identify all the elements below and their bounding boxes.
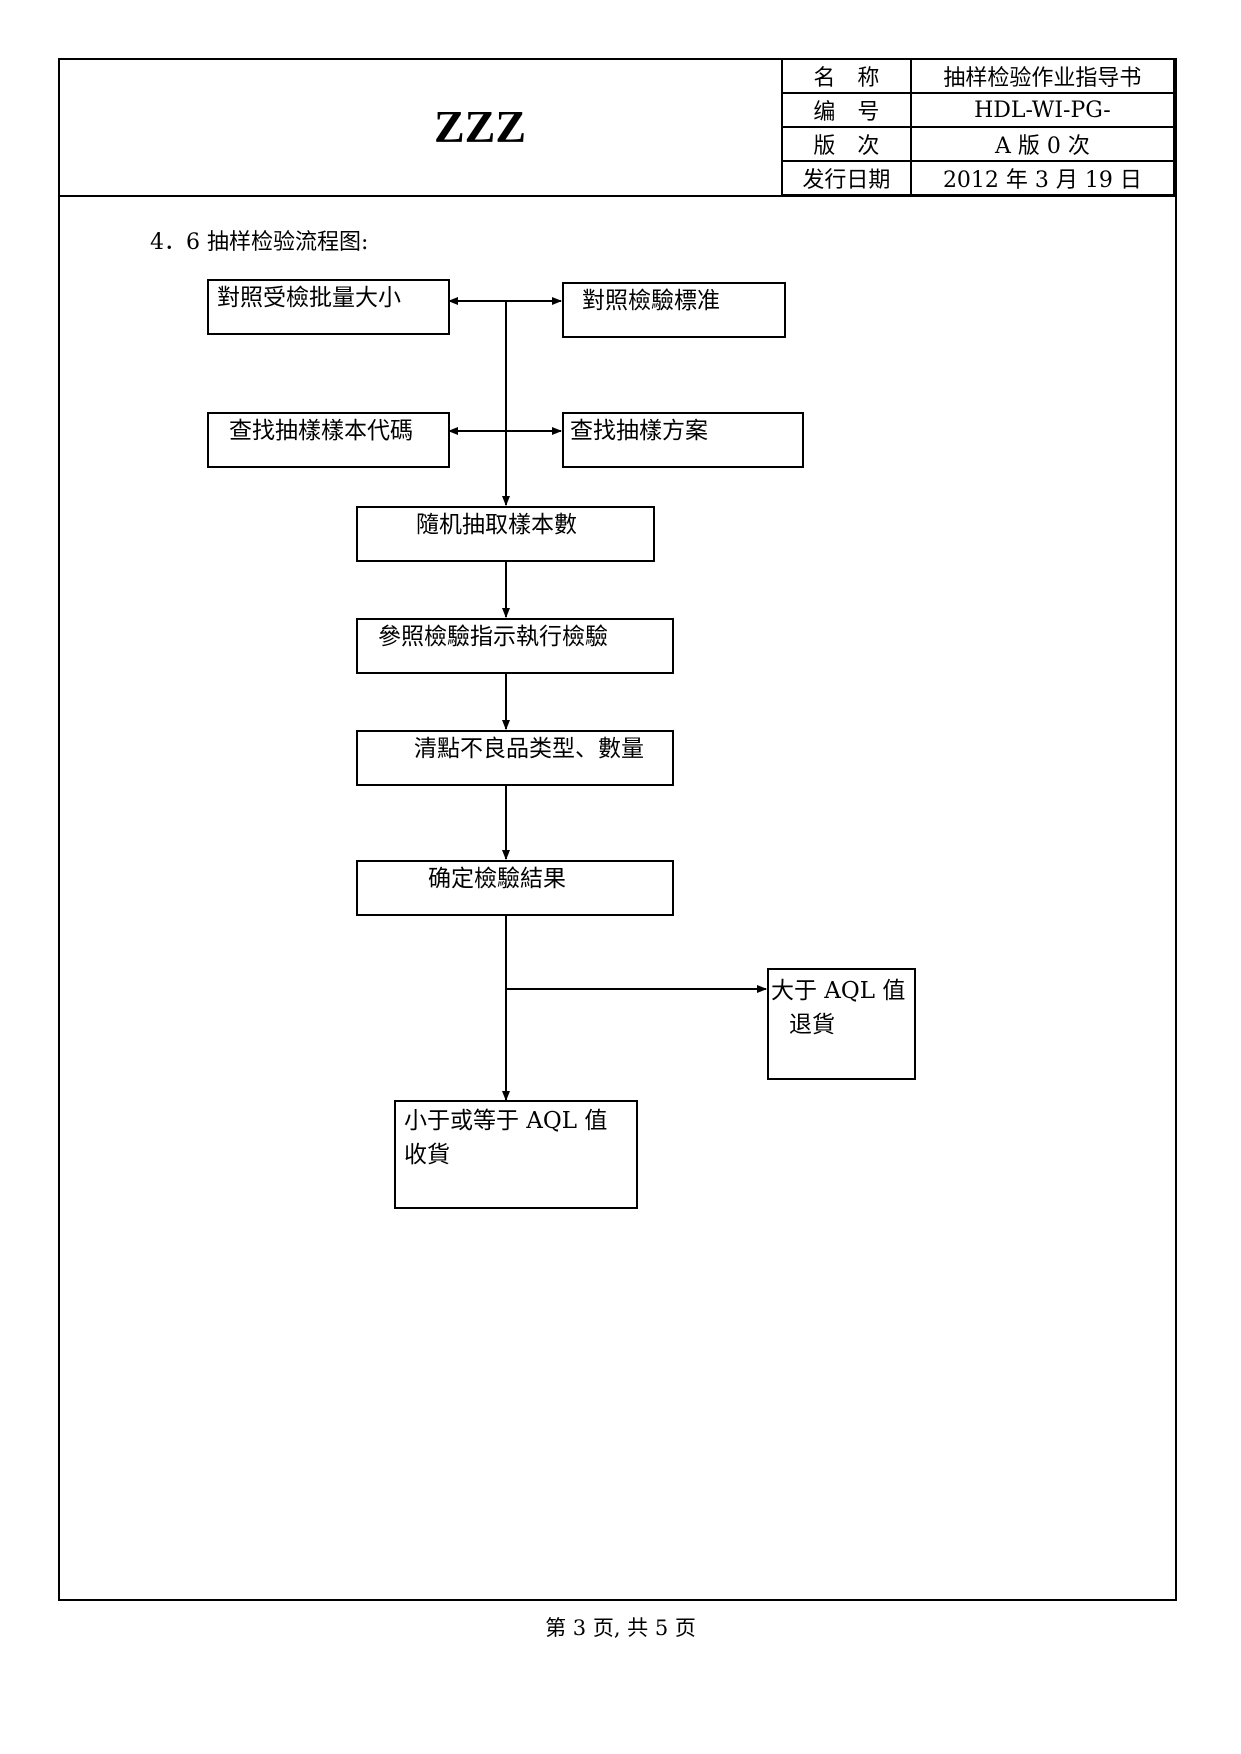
company-logo: ZZZ [433,101,527,152]
step-compare-standard: 對照檢驗標准 [562,282,786,338]
info-value: HDL-WI-PG- [909,92,1176,128]
info-key: 编 号 [781,92,912,128]
document-info-table: 名 称 抽样检验作业指导书 编 号 HDL-WI-PG- 版 次 A 版 0 次… [781,58,1176,196]
step-label-line1: 大于 AQL 值 [771,978,906,1004]
info-key: 发行日期 [781,160,912,196]
step-label: 對照檢驗標准 [582,288,720,314]
step-determine-result: 确定檢驗結果 [356,860,674,916]
info-key: 版 次 [781,126,912,162]
page-number: 第 3 页, 共 5 页 [545,1616,696,1640]
step-label: 隨机抽取樣本數 [416,512,577,538]
info-value: 抽样检验作业指导书 [909,58,1176,94]
step-compare-lot-size: 對照受檢批量大小 [207,279,450,335]
step-label: 參照檢驗指示執行檢驗 [378,624,608,650]
step-count-defects: 清點不良品类型、數量 [356,730,674,786]
step-inspect: 參照檢驗指示執行檢驗 [356,618,674,674]
step-label-line2: 退貨 [789,1012,835,1038]
info-row-date: 发行日期 2012 年 3 月 19 日 [781,160,1176,196]
info-value: 2012 年 3 月 19 日 [909,160,1176,196]
step-label: 查找抽樣方案 [570,418,708,444]
step-label: 查找抽樣樣本代碼 [229,418,413,444]
info-row-name: 名 称 抽样检验作业指导书 [781,58,1176,94]
info-row-version: 版 次 A 版 0 次 [781,126,1176,162]
step-reject: 大于 AQL 值 退貨 [767,968,916,1080]
step-label: 清點不良品类型、數量 [414,736,644,762]
step-label: 對照受檢批量大小 [217,285,401,311]
info-value: A 版 0 次 [909,126,1176,162]
step-find-sample-code: 查找抽樣樣本代碼 [207,412,450,468]
step-random-sample: 隨机抽取樣本數 [356,506,655,562]
step-accept: 小于或等于 AQL 值 收貨 [394,1100,638,1209]
step-label: 确定檢驗結果 [428,866,566,892]
header-divider [60,195,1175,197]
step-label-line1: 小于或等于 AQL 值 [404,1108,608,1134]
page-frame: ZZZ 名 称 抽样检验作业指导书 编 号 HDL-WI-PG- 版 次 A 版… [58,58,1177,1601]
step-find-sampling-plan: 查找抽樣方案 [562,412,804,468]
info-key: 名 称 [781,58,912,94]
section-title: 4．6 抽样检验流程图: [150,230,369,255]
step-label-line2: 收貨 [404,1142,450,1168]
info-row-number: 编 号 HDL-WI-PG- [781,92,1176,128]
